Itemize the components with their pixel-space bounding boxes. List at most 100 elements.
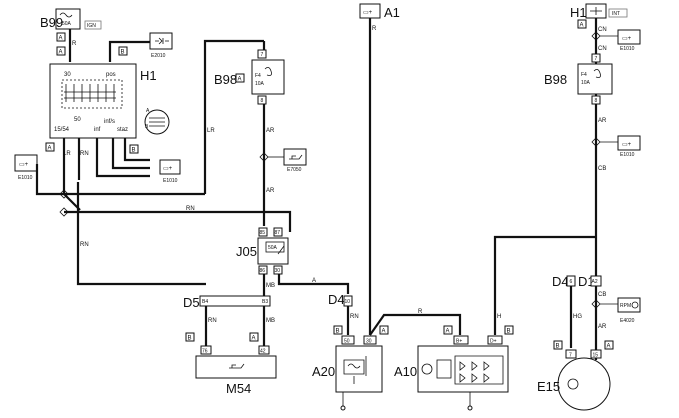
conn-b-a20 — [333, 325, 343, 335]
b98-right-fuse — [577, 63, 613, 95]
svg-text:42: 42 — [260, 349, 266, 355]
svg-text:RN: RN — [80, 242, 89, 248]
svg-text:R: R — [372, 26, 377, 32]
pin-b98l-7 — [257, 49, 267, 59]
conn-a-h1r — [577, 19, 587, 29]
label-d5: D5 — [183, 295, 200, 310]
svg-text:A: A — [382, 329, 386, 335]
svg-text:AR: AR — [598, 118, 607, 124]
svg-text:B: B — [145, 124, 149, 130]
label-d1: D1 — [578, 274, 595, 289]
svg-text:A2: A2 — [592, 279, 598, 285]
battery-positive-icon — [617, 135, 641, 151]
label-j05: J05 — [236, 244, 257, 259]
label-m54: M54 — [226, 381, 251, 396]
svg-text:F4: F4 — [255, 73, 261, 79]
wire-r-a10 — [369, 313, 462, 336]
svg-text:A: A — [59, 36, 63, 42]
svg-text:30: 30 — [275, 268, 281, 274]
int-tag — [608, 8, 628, 18]
conn-a-b99-2 — [56, 46, 66, 56]
svg-text:▭+: ▭+ — [363, 10, 373, 16]
int-label: INT — [612, 11, 620, 17]
conn-a-b98l — [235, 73, 245, 83]
wire-h-a10 — [493, 235, 596, 335]
conn-a-b99 — [56, 32, 66, 42]
svg-text:pos: pos — [106, 72, 116, 78]
pin-a20-30 — [363, 335, 377, 345]
svg-text:50A: 50A — [268, 245, 278, 251]
wire-rn-down — [76, 182, 206, 286]
svg-text:87: 87 — [275, 230, 281, 236]
wire-e2010 — [108, 40, 150, 62]
svg-text:▭+: ▭+ — [622, 142, 632, 148]
label-b98-left: B98 — [214, 72, 237, 87]
pin-m54-76 — [200, 345, 212, 355]
svg-text:F4: F4 — [581, 72, 587, 78]
ref-e7050: E7050 — [287, 167, 302, 173]
conn-b-h1 — [129, 144, 139, 154]
svg-text:LR: LR — [207, 128, 215, 134]
svg-text:▭+: ▭+ — [163, 166, 173, 172]
svg-text:R: R — [418, 309, 423, 315]
b98-left-fuse — [251, 59, 285, 95]
svg-text:AR: AR — [598, 324, 607, 330]
label-d4-right: D4 — [552, 274, 569, 289]
wire-r-b99: R — [72, 41, 77, 47]
temperature-gauge-icon — [617, 297, 641, 313]
wire-h1-staz — [123, 138, 150, 162]
wire-h1-infs — [111, 138, 150, 170]
conn-b-a10 — [504, 325, 514, 335]
oil-can-icon — [283, 148, 307, 166]
svg-text:RPM: RPM — [620, 303, 631, 309]
wire-j05-30 — [277, 274, 350, 294]
key-icon: A B — [144, 108, 170, 135]
svg-text:50: 50 — [344, 339, 350, 345]
svg-text:85: 85 — [260, 230, 266, 236]
label-d4-mid: D4 — [328, 292, 345, 307]
svg-text:HG: HG — [573, 314, 582, 320]
label-h1-right: H1 — [570, 5, 587, 20]
svg-text:10: 10 — [345, 299, 351, 305]
svg-text:30: 30 — [366, 339, 372, 345]
headlamp-icon — [149, 32, 173, 50]
svg-text:inf: inf — [94, 127, 101, 133]
svg-text:CN: CN — [598, 46, 607, 52]
conn-a-a10 — [443, 325, 453, 335]
svg-text:▭+: ▭+ — [622, 36, 632, 42]
h1-ignition-switch: 30 pos 50 15/54 inf inf/s staz — [49, 63, 137, 139]
label-a10: A10 — [394, 364, 417, 379]
svg-text:8: 8 — [261, 98, 264, 104]
svg-text:inf/s: inf/s — [104, 119, 115, 125]
svg-text:A: A — [59, 50, 63, 56]
pin-e15-7 — [565, 349, 577, 359]
svg-text:15/54: 15/54 — [54, 127, 70, 133]
fuse-icon — [593, 69, 601, 78]
pin-b98l-8 — [257, 95, 267, 105]
svg-text:CB: CB — [598, 166, 606, 172]
svg-text:A: A — [238, 77, 242, 83]
battery-positive-icon — [14, 154, 38, 172]
svg-text:B: B — [336, 329, 340, 335]
svg-text:LR: LR — [63, 151, 71, 157]
ref-e1010-mid: E1010 — [163, 178, 178, 184]
svg-text:15: 15 — [593, 353, 599, 359]
ref-e2010: E2010 — [151, 53, 166, 59]
svg-text:A: A — [580, 23, 584, 29]
conn-a-a20 — [379, 325, 389, 335]
svg-text:D+: D+ — [490, 339, 497, 345]
svg-text:AR: AR — [266, 188, 275, 194]
pin-b98r-8 — [591, 95, 601, 105]
oil-can-icon — [229, 363, 245, 369]
ref-e4020: E4020 — [620, 318, 635, 324]
d5-connector — [199, 295, 271, 307]
label-a20: A20 — [312, 364, 335, 379]
svg-text:B: B — [132, 148, 136, 154]
svg-text:RN: RN — [350, 314, 359, 320]
battery-positive-icon — [617, 29, 641, 45]
wire-battery-left — [35, 164, 205, 196]
battery-positive-icon — [159, 159, 181, 175]
svg-text:MB: MB — [266, 318, 275, 324]
pin-a10-dplus — [487, 335, 503, 345]
